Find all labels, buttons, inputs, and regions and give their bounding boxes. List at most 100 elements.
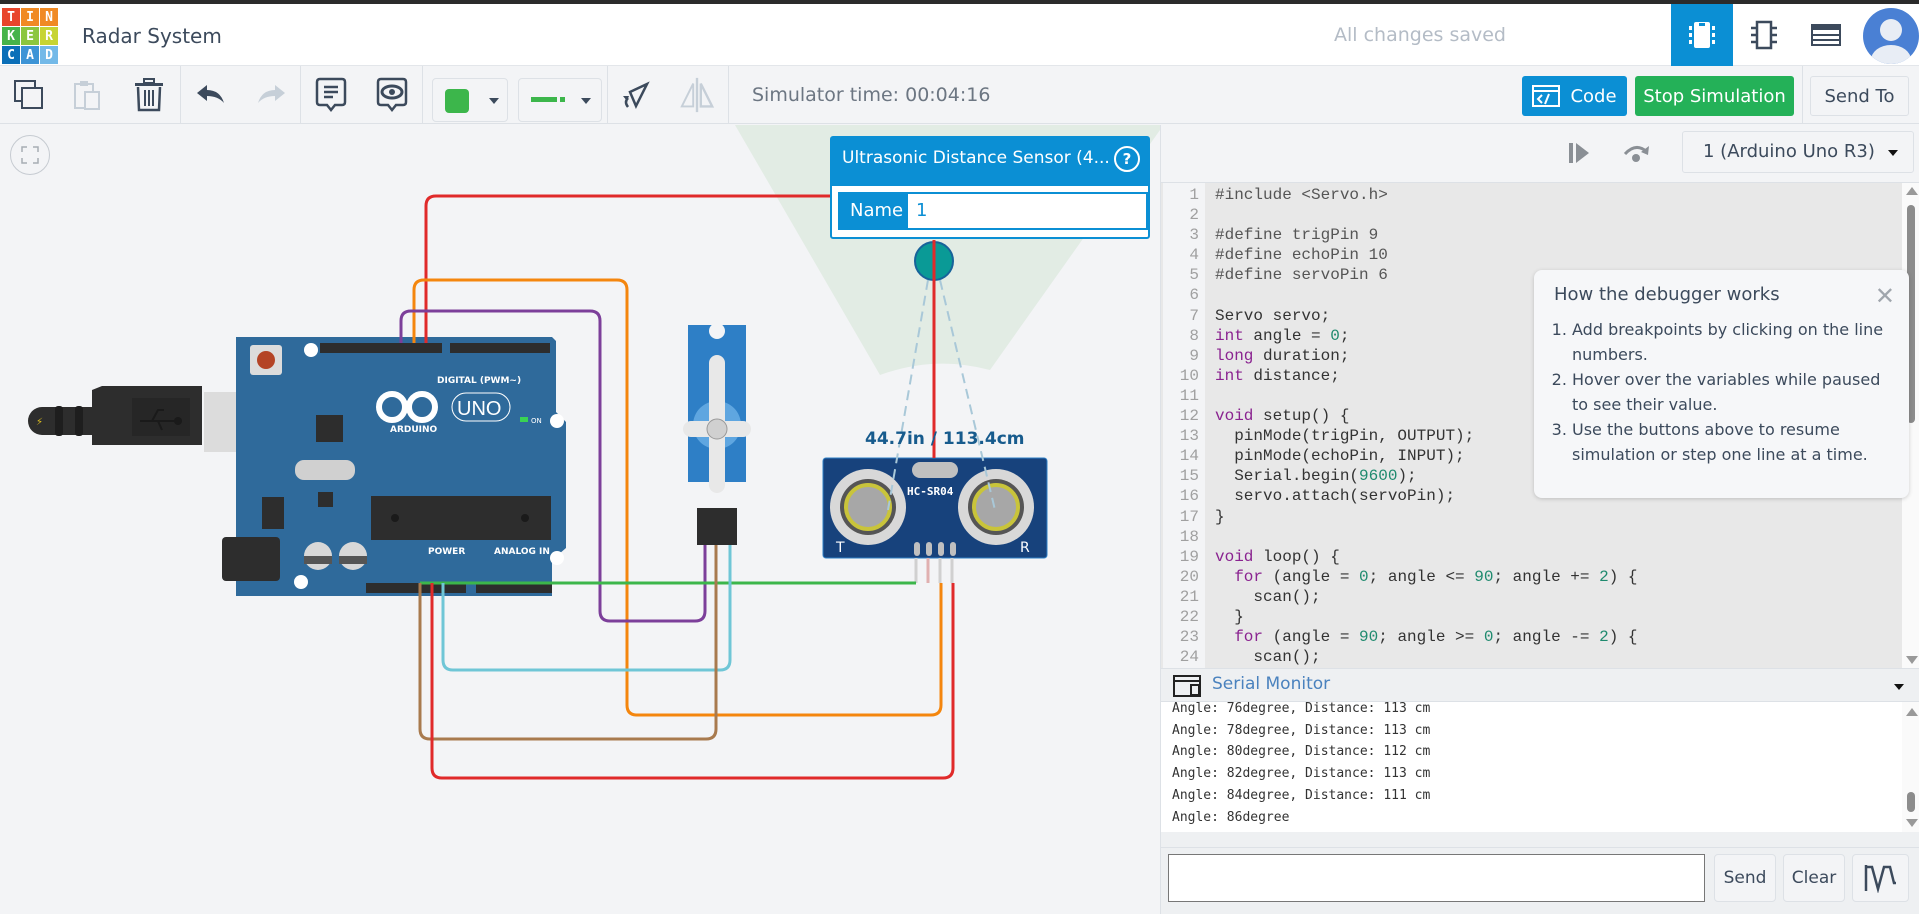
serial-scroll-thumb[interactable] bbox=[1907, 792, 1915, 812]
circuit-view-button[interactable] bbox=[1671, 4, 1733, 66]
scroll-up-icon[interactable] bbox=[1906, 187, 1918, 195]
serial-monitor-title: Serial Monitor bbox=[1212, 674, 1331, 694]
serial-monitor-header[interactable]: Serial Monitor bbox=[1161, 668, 1919, 702]
flip-button[interactable] bbox=[678, 76, 716, 114]
component-inspector: Ultrasonic Distance Sensor (4... ? Name … bbox=[830, 136, 1150, 239]
line-number[interactable]: 21 bbox=[1179, 587, 1199, 606]
ultrasonic-sensor[interactable]: HC-SR04 T R bbox=[822, 457, 1048, 583]
line-source bbox=[1201, 527, 1225, 547]
send-to-button[interactable]: Send To bbox=[1810, 76, 1909, 116]
notes-visibility-button[interactable] bbox=[373, 76, 411, 114]
line-number[interactable]: 19 bbox=[1179, 547, 1199, 566]
help-button[interactable]: ? bbox=[1114, 146, 1140, 172]
code-line: 24 scan(); bbox=[1161, 647, 1638, 667]
line-source: #define trigPin 9 bbox=[1215, 226, 1379, 245]
line-number[interactable]: 16 bbox=[1179, 487, 1199, 506]
toolbar-divider bbox=[422, 66, 423, 124]
code-button[interactable]: Code bbox=[1522, 76, 1627, 116]
close-tip-button[interactable]: ✕ bbox=[1875, 282, 1895, 310]
line-source: for (angle = 0; angle <= 90; angle += 2)… bbox=[1234, 567, 1638, 586]
line-number[interactable]: 2 bbox=[1189, 206, 1199, 225]
line-number[interactable]: 9 bbox=[1189, 346, 1199, 365]
step-over-icon bbox=[1623, 146, 1649, 162]
line-number[interactable]: 4 bbox=[1189, 246, 1199, 265]
wire-color-dropdown[interactable] bbox=[432, 78, 508, 122]
chevron-down-icon bbox=[1888, 150, 1898, 156]
line-number[interactable]: 20 bbox=[1179, 567, 1199, 586]
line-number[interactable]: 7 bbox=[1189, 306, 1199, 325]
wire-orange-echo[interactable] bbox=[412, 278, 943, 717]
user-avatar[interactable] bbox=[1863, 8, 1919, 64]
serial-line: Angle: 82degree, Distance: 113 cm bbox=[1172, 766, 1431, 782]
beam-left bbox=[887, 279, 929, 511]
line-number[interactable]: 10 bbox=[1179, 366, 1199, 385]
project-title[interactable]: Radar System bbox=[82, 24, 222, 48]
scroll-down-icon[interactable] bbox=[1906, 656, 1918, 664]
line-number[interactable]: 6 bbox=[1189, 286, 1199, 305]
resume-button[interactable] bbox=[1569, 143, 1591, 167]
line-number[interactable]: 13 bbox=[1179, 427, 1199, 446]
code-scroll-thumb[interactable] bbox=[1907, 205, 1915, 423]
fit-view-button[interactable] bbox=[10, 135, 50, 175]
line-number[interactable]: 15 bbox=[1179, 467, 1199, 486]
arduino-uno-board[interactable]: UNO ARDUINO DIGITAL (PWM~) POWER ANALOG … bbox=[222, 337, 566, 596]
board-select-dropdown[interactable]: 1 (Arduino Uno R3) bbox=[1682, 131, 1914, 173]
wire-cyan-servo-gnd[interactable] bbox=[441, 545, 732, 672]
line-number[interactable]: 14 bbox=[1179, 447, 1199, 466]
line-number[interactable]: 3 bbox=[1189, 226, 1199, 245]
code-button-label: Code bbox=[1570, 85, 1617, 107]
serial-input[interactable] bbox=[1168, 854, 1705, 902]
wire-brown-servo-power[interactable] bbox=[418, 545, 718, 741]
line-number[interactable]: 1 bbox=[1189, 186, 1199, 204]
chevron-down-icon[interactable] bbox=[1894, 684, 1904, 690]
logo-letter: I bbox=[21, 8, 39, 26]
line-number[interactable]: 17 bbox=[1179, 507, 1199, 526]
wire-purple-servo-signal[interactable] bbox=[399, 309, 707, 623]
paste-button[interactable] bbox=[68, 76, 106, 114]
line-number[interactable]: 11 bbox=[1179, 386, 1199, 405]
serial-scrollbar[interactable] bbox=[1902, 702, 1919, 832]
schematic-view-button[interactable] bbox=[1733, 4, 1795, 66]
code-line: 18 bbox=[1161, 527, 1638, 547]
delete-button[interactable] bbox=[130, 76, 168, 114]
undo-button[interactable] bbox=[192, 76, 230, 114]
line-number-gutter[interactable] bbox=[1163, 183, 1205, 668]
save-status: All changes saved bbox=[1334, 24, 1506, 46]
rotate-button[interactable] bbox=[616, 76, 654, 114]
name-field-row: Name 1 bbox=[838, 192, 1148, 230]
code-panel: 1 (Arduino Uno R3) 1#include <Servo.h>2 … bbox=[1160, 125, 1919, 914]
line-number[interactable]: 18 bbox=[1179, 527, 1199, 546]
wire-red-sensor-vcc[interactable] bbox=[430, 583, 955, 780]
component-list-button[interactable] bbox=[1795, 4, 1857, 66]
svg-text:⚡: ⚡ bbox=[36, 417, 43, 428]
wire-type-dropdown[interactable] bbox=[518, 78, 602, 122]
line-number[interactable]: 12 bbox=[1179, 407, 1199, 426]
circuit-canvas[interactable]: ⚡ UNO bbox=[0, 125, 1160, 914]
line-number[interactable]: 22 bbox=[1179, 607, 1199, 626]
line-number[interactable]: 5 bbox=[1189, 266, 1199, 285]
step-over-button[interactable] bbox=[1622, 142, 1650, 168]
copy-button[interactable] bbox=[10, 76, 48, 114]
servo-motor[interactable] bbox=[683, 323, 751, 545]
color-swatch bbox=[445, 89, 469, 113]
code-line: 4#define echoPin 10 bbox=[1161, 245, 1638, 265]
line-number[interactable]: 8 bbox=[1189, 326, 1199, 345]
scroll-up-icon[interactable] bbox=[1906, 708, 1918, 716]
name-input[interactable]: 1 bbox=[916, 200, 928, 221]
line-number[interactable]: 23 bbox=[1179, 628, 1199, 647]
serial-line: Angle: 76degree, Distance: 113 cm bbox=[1172, 702, 1431, 716]
scroll-down-icon[interactable] bbox=[1906, 819, 1918, 827]
wire-red-trig[interactable] bbox=[424, 194, 834, 343]
receiver-mark: R bbox=[1020, 540, 1030, 556]
redo-button[interactable] bbox=[252, 76, 290, 114]
send-button[interactable]: Send bbox=[1714, 854, 1776, 902]
notes-button[interactable] bbox=[312, 76, 350, 114]
line-number[interactable]: 24 bbox=[1179, 648, 1199, 667]
plotter-toggle-button[interactable] bbox=[1852, 854, 1909, 902]
stop-simulation-button[interactable]: Stop Simulation bbox=[1635, 76, 1794, 116]
clear-button[interactable]: Clear bbox=[1783, 854, 1845, 902]
